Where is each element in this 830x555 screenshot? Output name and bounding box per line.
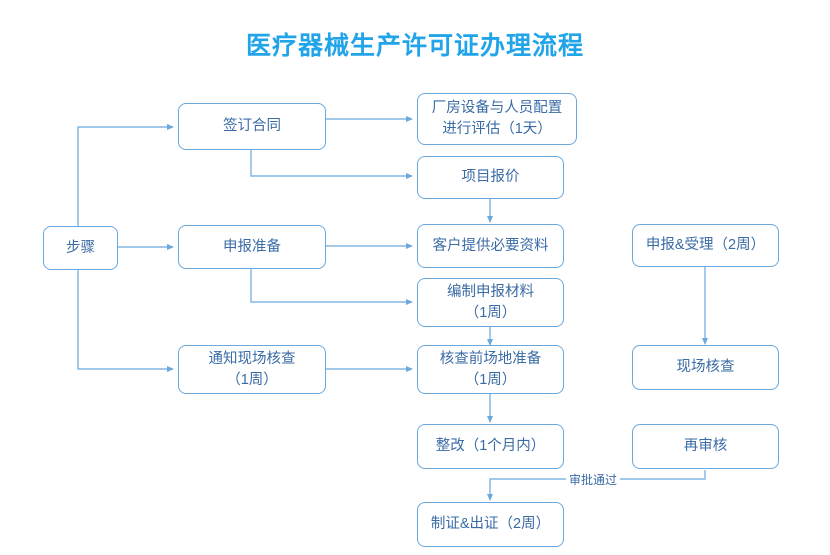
node-client-documents[interactable]: 客户提供必要资料 (417, 224, 564, 268)
node-site-preparation[interactable]: 核查前场地准备 （1周） (417, 345, 564, 394)
node-rectification-label: 整改（1个月内） (435, 438, 546, 454)
node-re-review[interactable]: 再审核 (632, 424, 779, 469)
node-re-review-label: 再审核 (683, 438, 728, 454)
edge-label-approved: 审批通过 (566, 471, 621, 488)
node-sign-contract-label: 签订合同 (223, 118, 281, 134)
node-onsite-inspection[interactable]: 现场核查 (632, 345, 779, 390)
node-issue-certificate-label: 制证&出证（2周） (430, 516, 551, 532)
node-project-quote[interactable]: 项目报价 (417, 156, 564, 199)
edge-steps-to-notify (77, 270, 174, 372)
node-steps[interactable]: 步骤 (43, 226, 118, 270)
node-issue-certificate[interactable]: 制证&出证（2周） (417, 502, 564, 547)
node-client-documents-label: 客户提供必要资料 (432, 237, 549, 254)
node-site-preparation-label: 核查前场地准备 （1周） (439, 350, 542, 388)
node-declaration-preparation[interactable]: 申报准备 (178, 225, 326, 269)
node-notify-onsite-inspection[interactable]: 通知现场核查 （1周） (178, 345, 326, 394)
node-compile-materials[interactable]: 编制申报材料 （1周） (417, 278, 564, 327)
page-title: 医疗器械生产许可证办理流程 (245, 32, 584, 60)
node-declaration-acceptance[interactable]: 申报&受理（2周） (632, 224, 779, 267)
edge-steps-to-sign (77, 124, 174, 226)
node-project-quote-label: 项目报价 (461, 169, 520, 185)
node-sign-contract[interactable]: 签订合同 (178, 103, 326, 150)
edge-prepare-to-compile (250, 269, 413, 305)
node-facility-assessment-label: 厂房设备与人员配置 进行评估（1天） (431, 100, 563, 137)
node-declaration-preparation-label: 申报准备 (223, 238, 281, 255)
node-compile-materials-label: 编制申报材料 （1周） (447, 283, 534, 321)
node-onsite-inspection-label: 现场核查 (676, 359, 735, 375)
edge-sign-to-quote (250, 150, 413, 179)
node-rectification[interactable]: 整改（1个月内） (417, 424, 564, 469)
node-declaration-acceptance-label: 申报&受理（2周） (645, 237, 766, 253)
node-steps-label: 步骤 (66, 239, 95, 256)
node-facility-assessment[interactable]: 厂房设备与人员配置 进行评估（1天） (417, 93, 577, 145)
node-notify-onsite-inspection-label: 通知现场核查 （1周） (208, 350, 296, 388)
